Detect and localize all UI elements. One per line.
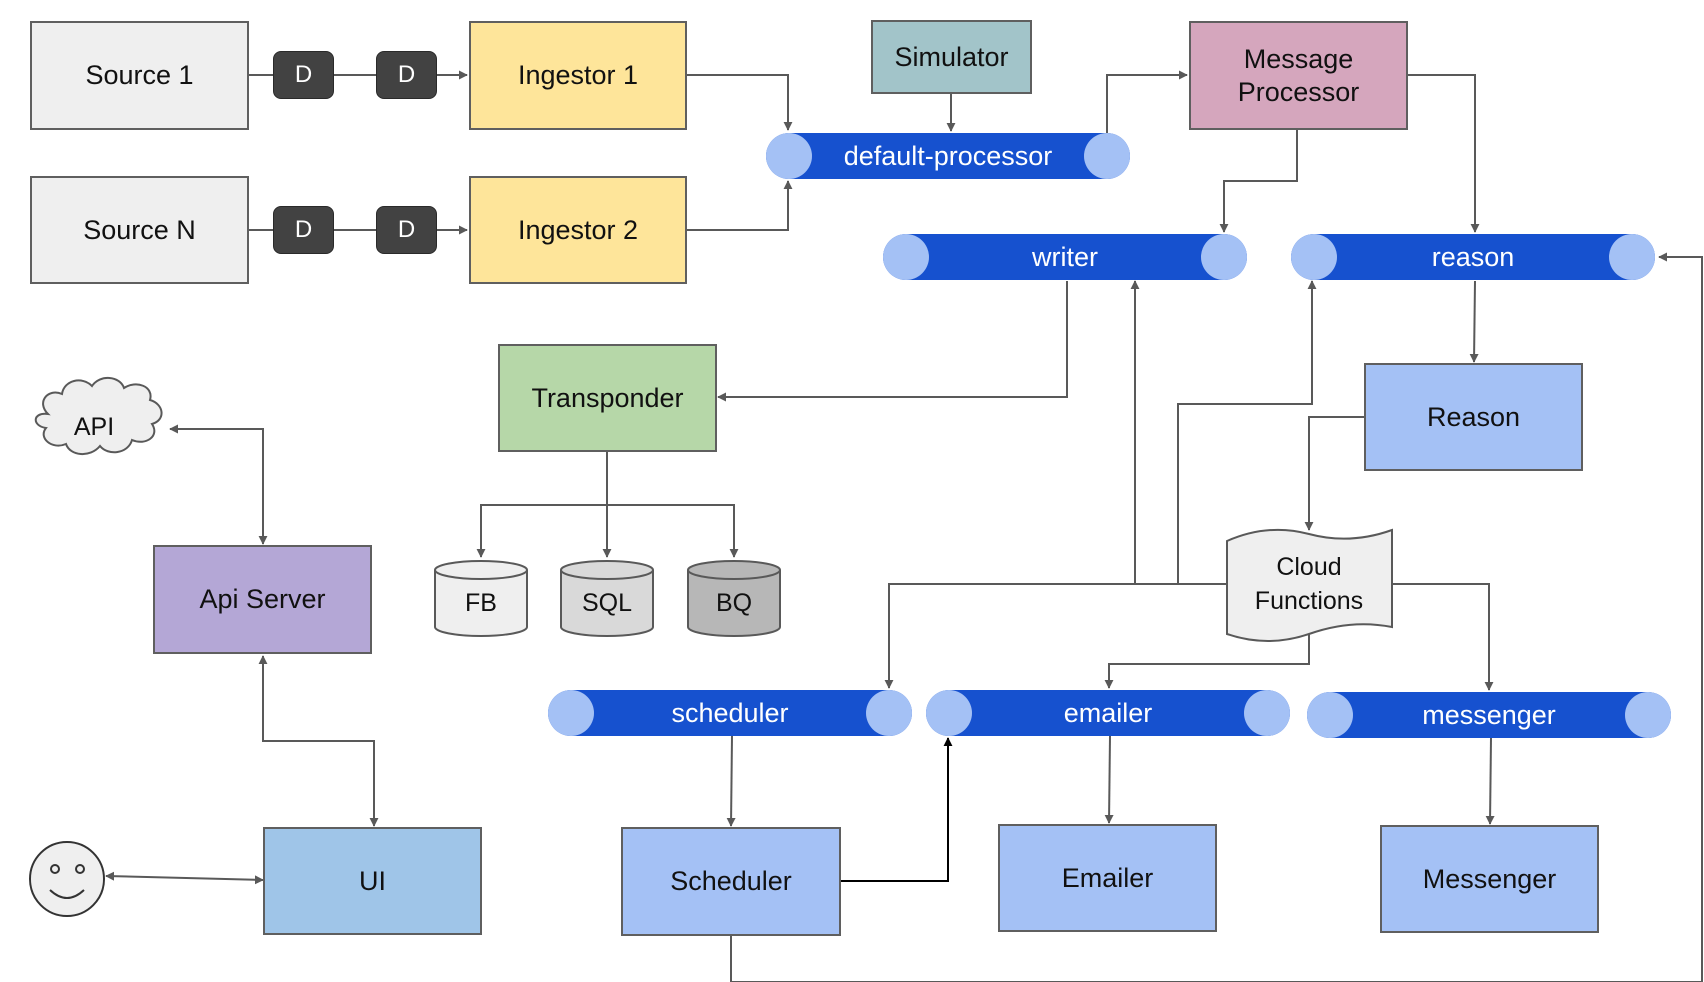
edge-scheduler-reason (730, 252, 1703, 982)
d-chip-label: D (397, 61, 416, 88)
edge-api-apiserver (169, 424, 268, 545)
edge-cloud-functions-scheduler (884, 583, 1135, 689)
queue-cap-right (1244, 690, 1290, 736)
ingestor-1-box: Ingestor 1 (469, 21, 687, 130)
edge-user-ui (105, 871, 264, 885)
simulator-box: Simulator (871, 20, 1032, 94)
api-server-box: Api Server (153, 545, 372, 654)
source-1-label: Source 1 (85, 60, 194, 91)
messenger-label: Messenger (1422, 863, 1557, 894)
ui-box: UI (263, 827, 482, 935)
edge-messenger-queue-messenger (1485, 737, 1495, 825)
message-processor-label-line1: Message (1243, 44, 1354, 75)
queue-default-processor: default-processor (766, 133, 1130, 179)
queue-cap-right (1609, 234, 1655, 280)
queue-scheduler: scheduler (548, 690, 912, 736)
d-chip-2: D (376, 51, 437, 99)
queue-emailer-label: emailer (1063, 697, 1153, 728)
queue-scheduler-label: scheduler (671, 697, 789, 728)
queue-cap-left (1291, 234, 1337, 280)
api-server-label: Api Server (199, 584, 326, 615)
transponder-box: Transponder (498, 344, 717, 452)
source-n-label: Source N (83, 214, 196, 245)
reason-box: Reason (1364, 363, 1583, 471)
edge-cloud-functions-writer (1130, 280, 1227, 585)
queue-reason-label: reason (1431, 241, 1515, 272)
queue-cap-left (883, 234, 929, 280)
queue-writer-label: writer (1032, 241, 1098, 272)
edge-message-processor-reason (1408, 74, 1480, 233)
message-processor-label-line2: Processor (1237, 76, 1360, 107)
queue-cap-right (1201, 234, 1247, 280)
ingestor-2-label: Ingestor 2 (517, 214, 639, 245)
edge-reason-queue-reason (1469, 280, 1479, 363)
d-chip-label: D (294, 216, 313, 243)
d-chip-3: D (273, 206, 334, 254)
edge-default-processor-message-processor (1106, 70, 1188, 133)
ingestor-2-box: Ingestor 2 (469, 176, 687, 284)
edge-scheduler-queue-scheduler (726, 735, 736, 827)
queue-writer: writer (883, 234, 1247, 280)
transponder-label: Transponder (531, 382, 684, 413)
edge-writer-transponder (717, 281, 1068, 402)
queue-cap-right (1625, 692, 1671, 738)
queue-cap-right (866, 690, 912, 736)
queue-cap-right (1084, 133, 1130, 179)
queue-messenger: messenger (1307, 692, 1671, 738)
edge-transponder-dbs (476, 451, 608, 558)
edge-message-processor-writer (1219, 130, 1298, 233)
scheduler-box: Scheduler (621, 827, 841, 936)
queue-cap-left (926, 690, 972, 736)
scheduler-label: Scheduler (670, 866, 792, 897)
queue-cap-left (766, 133, 812, 179)
edge-cloud-functions-reason (1177, 280, 1317, 584)
queue-reason: reason (1291, 234, 1655, 280)
edge-scheduler-emailer (841, 737, 953, 882)
d-chip-label: D (397, 216, 416, 243)
ui-label: UI (359, 865, 386, 896)
simulator-label: Simulator (894, 41, 1009, 72)
messenger-box: Messenger (1380, 825, 1599, 933)
edge-cloud-functions-emailer (1104, 634, 1310, 689)
message-processor-box: Message Processor (1189, 21, 1408, 130)
queue-default-processor-label: default-processor (843, 140, 1053, 171)
queue-cap-left (548, 690, 594, 736)
queue-cap-left (1307, 692, 1353, 738)
queue-emailer: emailer (926, 690, 1290, 736)
source-n-box: Source N (30, 176, 249, 284)
ingestor-1-label: Ingestor 1 (517, 60, 639, 91)
d-chip-label: D (294, 61, 313, 88)
d-chip-1: D (273, 51, 334, 99)
edge-transponder-bq (607, 504, 739, 558)
edge-ingestor2-default-processor (686, 180, 793, 231)
edge-apiserver-ui (258, 655, 379, 827)
edge-cloud-functions-messenger (1392, 583, 1494, 691)
d-chip-4: D (376, 206, 437, 254)
edge-reason-cloud-functions (1304, 416, 1364, 531)
edge-emailer-queue-emailer (1104, 735, 1114, 824)
emailer-box: Emailer (998, 824, 1217, 932)
source-1-box: Source 1 (30, 21, 249, 130)
reason-label: Reason (1426, 401, 1521, 432)
edge-ingestor1-default-processor (686, 74, 793, 131)
emailer-label: Emailer (1061, 862, 1154, 893)
queue-messenger-label: messenger (1422, 699, 1556, 730)
